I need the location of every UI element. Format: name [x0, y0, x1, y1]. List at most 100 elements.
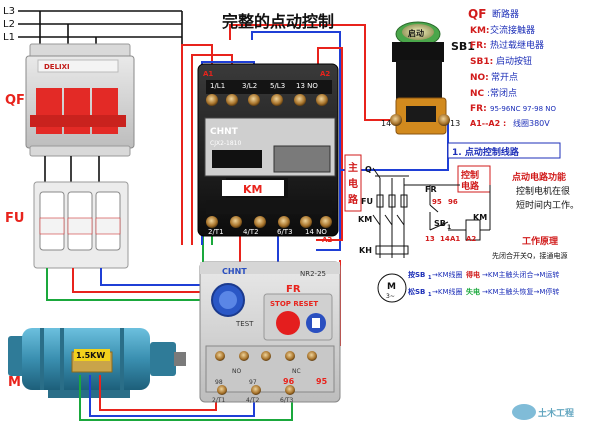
breaker-tag: QF — [5, 93, 25, 108]
sch-sb-sub: 1 — [447, 224, 451, 231]
sch-motor-m: M — [387, 282, 396, 292]
relay-nc: NC — [292, 368, 301, 375]
sch-press-prefix: 按SB — [408, 270, 425, 279]
contactor-screws-bottom — [206, 216, 332, 228]
relay-95: 95 — [316, 377, 328, 386]
sch-press-sub: 1 — [428, 275, 432, 281]
sch-km: KM — [358, 215, 372, 224]
contactor-label: KM — [243, 183, 262, 196]
relay-stop-reset: STOP RESET — [270, 300, 318, 308]
km-top-l1: 1/L1 — [210, 82, 225, 90]
breaker-brand: DELIXI — [44, 63, 70, 71]
sch-release-c: →KM主触头恢复→M停转 — [482, 287, 559, 296]
relay-label: FR — [286, 284, 301, 295]
contactor-brand: CHNT — [210, 127, 239, 137]
button-label: 启动 — [408, 28, 424, 38]
relay-test: TEST — [235, 320, 254, 328]
push-button-sb1 — [390, 21, 450, 135]
km-bot-t3: 6/T3 — [277, 228, 293, 236]
legend-fr2-key: FR: — [470, 104, 487, 114]
relay-model: NR2-25 — [300, 270, 326, 278]
sch-principle-line: 先闭合开关Q，接通电源 — [492, 251, 568, 260]
km-top-l2: 3/L2 — [242, 82, 257, 90]
sch-95: 95 — [432, 198, 442, 206]
km-top-no: 13 NO — [296, 82, 318, 90]
relay-98: 98 — [215, 379, 223, 386]
sch-main-2: 电 — [348, 177, 358, 190]
km-bot-t2: 4/T2 — [243, 228, 259, 236]
legend-a-key: A1--A2 : — [470, 119, 506, 128]
legend: QF 断路器 KM: 交流接触器 FR: 热过载继电器 SB1: 启动按钮 NO… — [468, 7, 556, 128]
contactor-screws-top — [206, 94, 328, 106]
sch-main-1: 主 — [348, 161, 358, 174]
km-top-a2: A2 — [320, 70, 330, 78]
legend-km-key: KM: — [470, 26, 490, 36]
motor-power: 1.5KW — [76, 351, 105, 360]
sch-release-b: 失电 — [466, 287, 480, 296]
sch-main-3: 路 — [348, 193, 359, 206]
legend-no-val: 常开点 — [491, 71, 518, 83]
wire-motor-blue — [89, 375, 255, 417]
sch-fu: FU — [361, 197, 373, 206]
legend-km-val: 交流接触器 — [490, 24, 535, 36]
legend-sb1-val: 启动按钮 — [496, 55, 532, 67]
sch-release-line: 松SB 1 →KM线圈 失电 →KM主触头恢复→M停转 — [408, 287, 559, 298]
sch-press-line: 按SB 1 →KM线圈 得电 →KM主触头闭合→M运转 — [408, 270, 559, 281]
km-top-l3: 5/L3 — [270, 82, 285, 90]
legend-no-key: NO: — [470, 73, 489, 83]
sch-press-b: 得电 — [465, 270, 480, 279]
sch-14: 14 — [440, 235, 450, 243]
wire-red-a2 — [316, 47, 343, 241]
km-bot-a2: A2 — [322, 236, 332, 244]
sch-release-prefix: 松SB — [408, 287, 425, 296]
line-l2-label: L2 — [3, 19, 15, 30]
km-bot-no: 14 NO — [305, 228, 327, 236]
sch-control-1: 控制 — [461, 169, 479, 181]
km-bot-t1: 2/T1 — [208, 228, 224, 236]
legend-nc-key: NC — [470, 89, 485, 99]
fuse-block-fu — [33, 181, 129, 269]
button-tag: SB1 — [451, 40, 475, 53]
relay-96: 96 — [283, 377, 295, 386]
sch-sb: SB — [434, 219, 446, 228]
legend-sb1-key: SB1: — [470, 57, 493, 67]
contactor-km — [197, 63, 339, 237]
wire-red-l1 — [181, 44, 213, 245]
sch-96: 96 — [448, 198, 458, 206]
sch-a1: A1 — [450, 235, 460, 243]
button-terminal-13: 13 — [450, 119, 460, 128]
relay-no: NO — [232, 368, 241, 375]
sch-km-coil: KM — [473, 213, 487, 222]
motor — [8, 328, 186, 398]
wire-motor-green — [79, 375, 293, 421]
line-l3-label: L3 — [3, 6, 15, 17]
relay-brand: CHNT — [222, 267, 247, 276]
schematic: 1. 点动控制线路 主 电 路 控制 电路 Q FU KM KH FR 95 9… — [344, 142, 579, 303]
sch-func-line1: 控制电机在很 — [516, 185, 570, 197]
sch-q: Q — [365, 165, 372, 174]
fuse-tag: FU — [5, 211, 24, 226]
watermark: 土木工程 — [512, 404, 574, 420]
motor-tag: M — [8, 375, 21, 390]
legend-fr-val: 热过载继电器 — [490, 39, 544, 51]
wire-motor-red — [99, 375, 217, 411]
line-l1-label: L1 — [3, 32, 15, 43]
relay-bot-t2: 4/T2 — [246, 397, 260, 404]
legend-a-val: 线圈380V — [513, 118, 550, 128]
legend-fr2-val: 95-96NC 97-98 NO — [490, 105, 556, 113]
sch-func-title: 点动电路功能 — [512, 171, 566, 183]
wire-blue-top — [251, 31, 341, 251]
wire-blue-btn — [340, 120, 449, 171]
legend-qf-val: 断路器 — [492, 8, 519, 20]
relay-bot-t3: 6/T3 — [280, 397, 294, 404]
sch-press-a: →KM线圈 — [432, 270, 463, 279]
sch-principle-title: 工作原理 — [522, 235, 558, 247]
sch-13: 13 — [425, 235, 435, 243]
page-title: 完整的点动控制 — [222, 12, 334, 31]
sch-kh: KH — [359, 246, 372, 255]
legend-nc-val: :常闭点 — [487, 87, 517, 99]
contactor-model: CJX2-1810 — [210, 140, 242, 147]
sch-motor-phase: 3~ — [386, 293, 395, 300]
